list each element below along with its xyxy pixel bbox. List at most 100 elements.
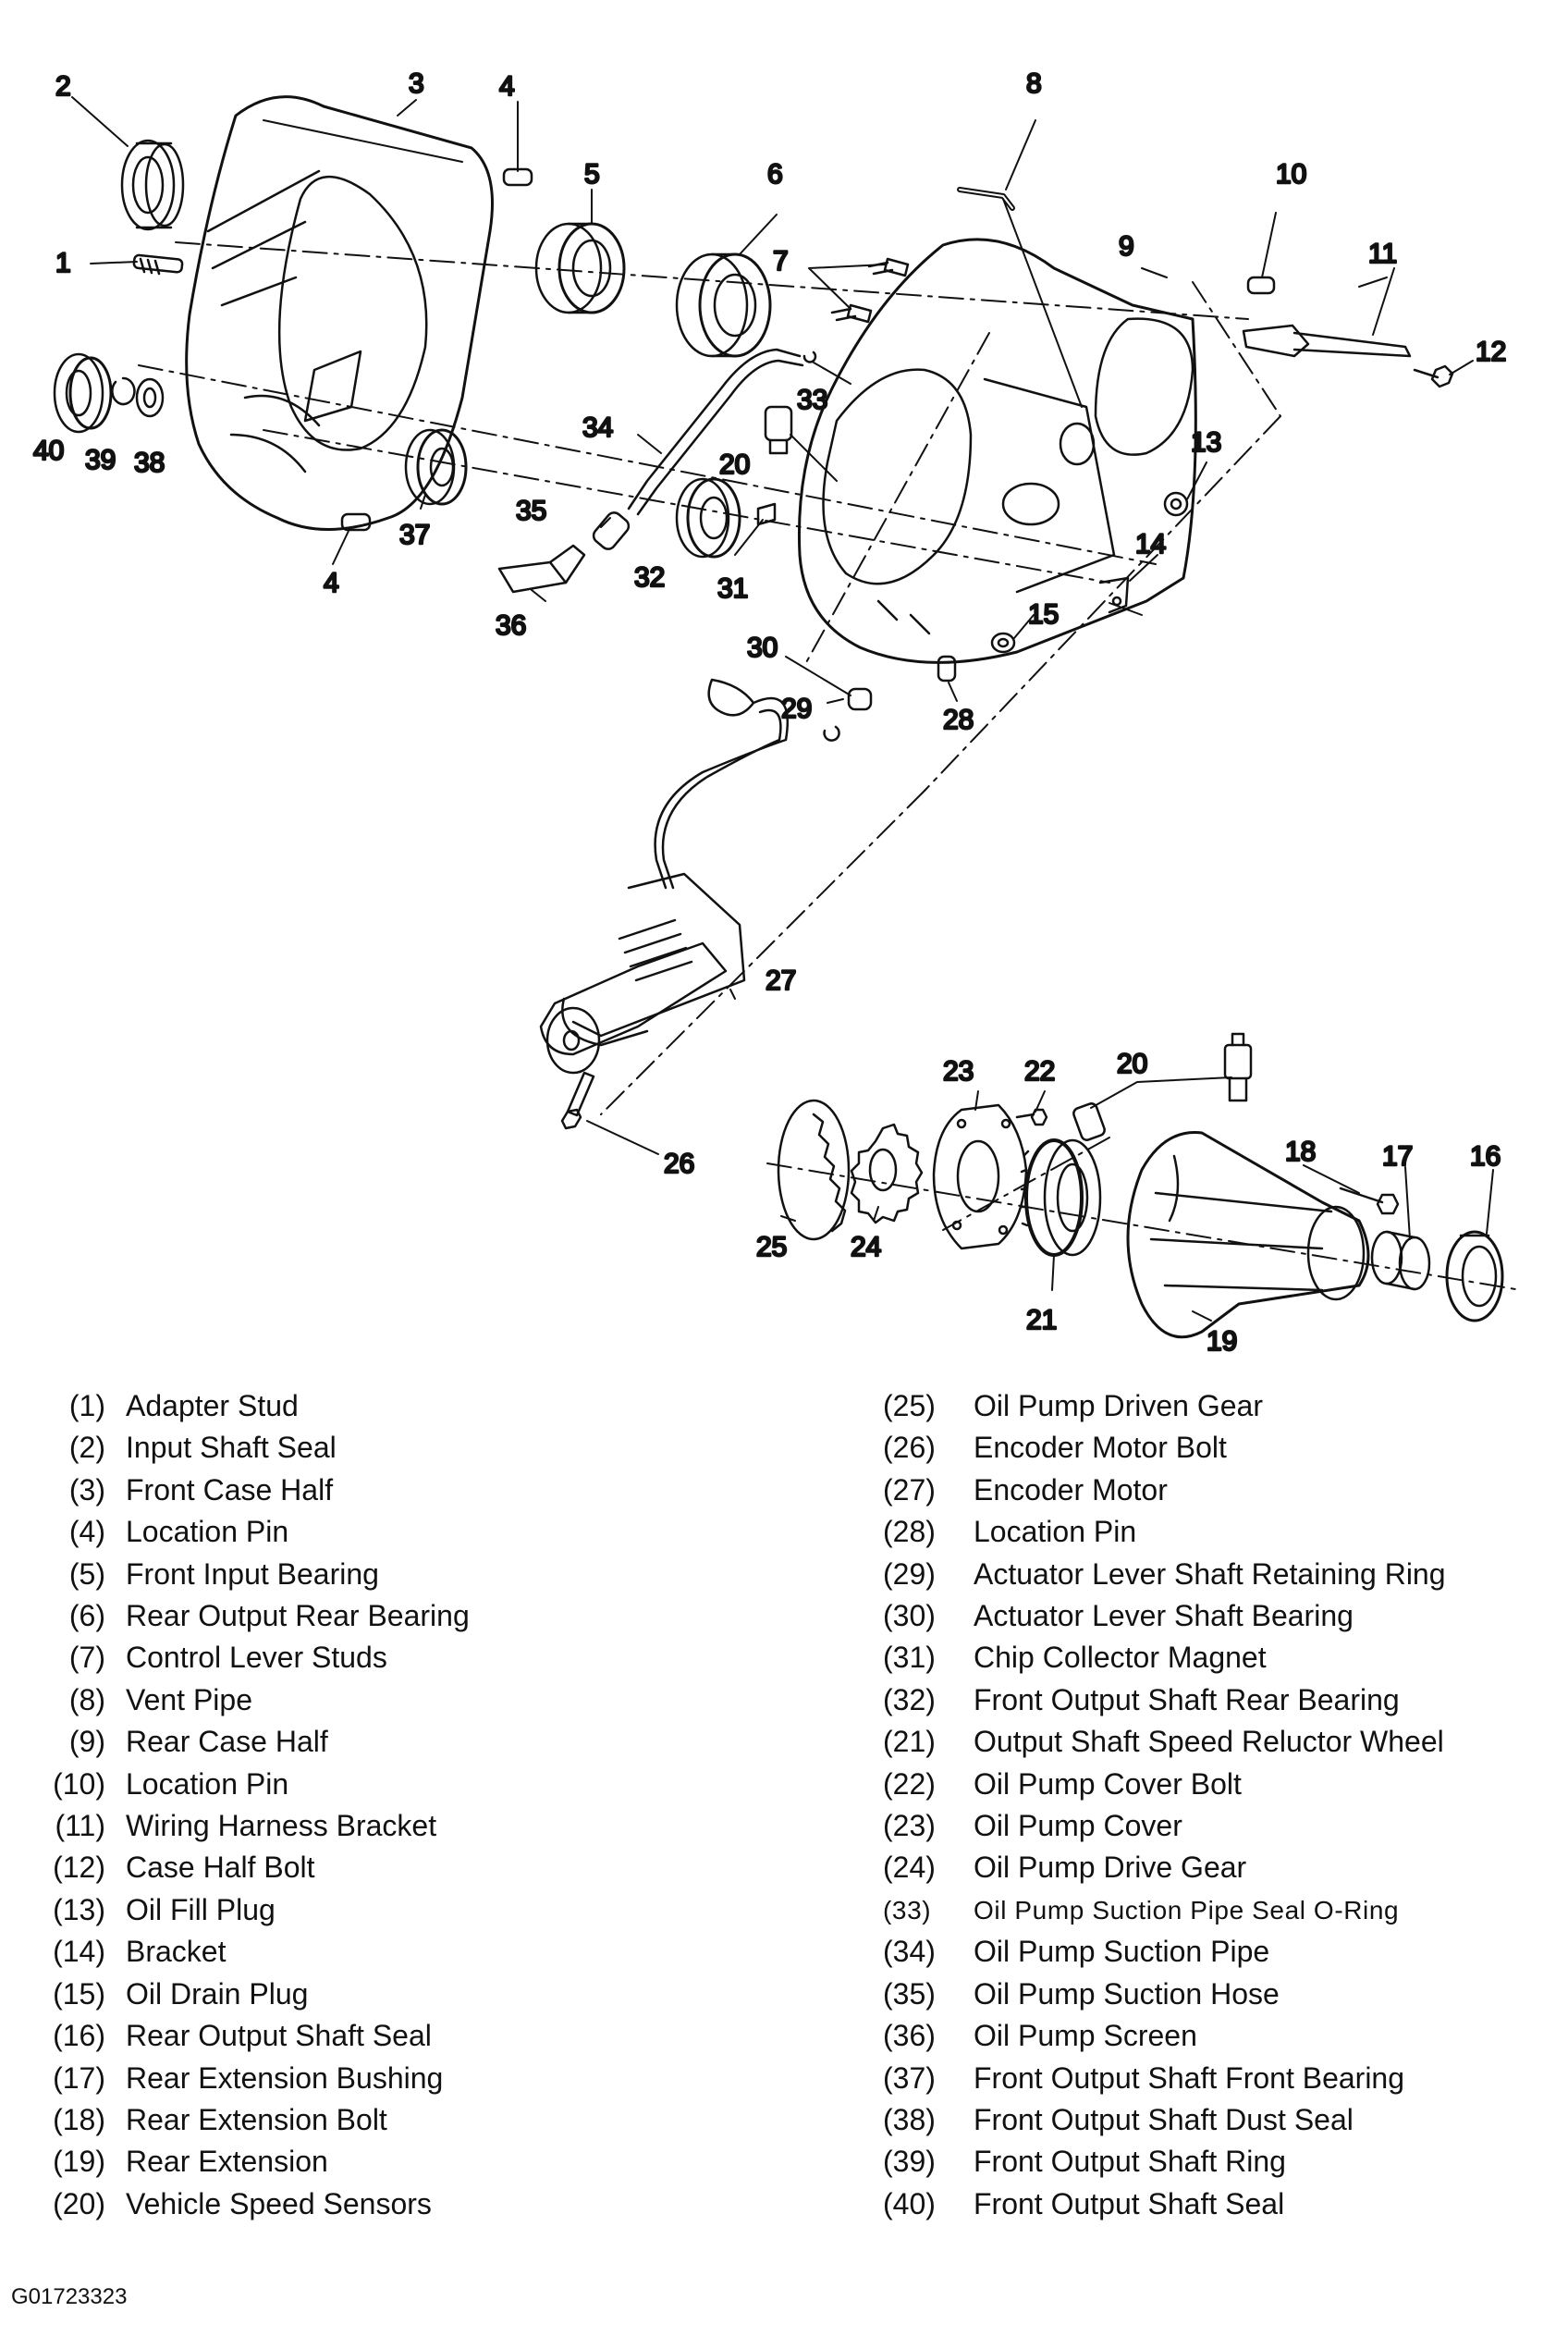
legend-label: Oil Pump Suction Pipe Seal O-Ring [974,1895,1400,1925]
location-pin-10 [1246,276,1276,295]
encoder-motor-bolt [560,1071,595,1130]
legend-label: Oil Pump Cover Bolt [974,1766,1242,1801]
callout-33: 33 [797,385,827,415]
legend-label: Rear Output Rear Bearing [126,1599,470,1633]
legend-row: (19)Rear Extension [46,2141,841,2183]
rear-output-rear-bearing [675,252,772,358]
callout-39: 39 [85,445,116,475]
callout-labels: 1 2 3 4 4 5 6 7 8 9 10 11 12 13 14 15 16… [32,68,1508,1359]
legend-row: (11)Wiring Harness Bracket [46,1805,841,1847]
input-shaft-seal [120,139,185,231]
vent-pipe [957,187,1015,211]
legend-label: Actuator Lever Shaft Retaining Ring [974,1556,1446,1591]
oil-pump-driven-gear [777,1099,851,1241]
legend-label: Rear Output Shaft Seal [126,2019,432,2053]
callout-34: 34 [582,412,613,443]
legend-number: (25) [883,1389,936,1422]
callout-15: 15 [1028,599,1059,630]
legend-row: (29) Actuator Lever Shaft Retaining Ring [883,1554,1558,1595]
callout-6: 6 [767,159,783,190]
oil-pump-cover-bolt [1015,1108,1048,1126]
callout-18: 18 [1285,1137,1316,1167]
callout-29: 29 [781,694,812,724]
legend-label: Front Output Shaft Seal [974,2186,1285,2220]
callout-14: 14 [1135,529,1166,560]
oil-pump-suction-hose [592,511,631,550]
callout-21: 21 [1026,1305,1057,1335]
legend-label: Rear Extension Bolt [126,2102,387,2136]
legend-row: (5)Front Input Bearing [46,1554,841,1595]
legend-number: (5) [68,1556,105,1591]
legend-row: (17)Rear Extension Bushing [46,2058,841,2099]
legend-number: (1) [68,1389,105,1422]
legend-number: (20) [53,2186,105,2220]
legend-row: (1)Adapter Stud [46,1385,841,1427]
chip-collector-magnet [756,502,777,526]
callout-3: 3 [409,68,424,99]
front-output-shaft-seal [53,352,113,434]
legend-label: Front Output Shaft Dust Seal [974,2102,1354,2136]
callout-19: 19 [1207,1326,1237,1357]
legend-label: Encoder Motor [974,1472,1168,1507]
callout-1: 1 [55,248,71,278]
oil-pump-drive-gear [850,1123,924,1224]
callout-11: 11 [1368,239,1397,269]
legend-label: Rear Case Half [126,1725,328,1759]
legend-number: (30) [883,1599,936,1633]
legend-row: (23)Oil Pump Cover [883,1805,1558,1847]
oil-pump-suction-pipe-seal-o-ring [802,351,817,363]
legend-number: (3) [68,1472,105,1507]
legend-number: (6) [68,1599,105,1633]
legend-number: (31) [883,1641,936,1675]
legend-number: (39) [883,2145,936,2179]
legend-number: (18) [53,2102,105,2136]
legend-number: (2) [68,1431,105,1465]
callout-17: 17 [1382,1141,1413,1172]
legend-number: (32) [883,1682,936,1716]
legend-row: (7)Control Lever Studs [46,1637,841,1679]
legend-row: (33)Oil Pump Suction Pipe Seal O-Ring [883,1889,1558,1931]
control-lever-studs [830,257,910,324]
callout-23: 23 [943,1056,974,1087]
callout-16: 16 [1470,1141,1501,1172]
legend-row: (20) Vehicle Speed Sensors [46,2183,841,2225]
callout-30: 30 [747,633,778,663]
exploded-view-diagram: 1 2 3 4 4 5 6 7 8 9 10 11 12 13 14 15 16… [32,68,1522,1359]
callout-9: 9 [1119,231,1134,262]
legend-label: Oil Pump Screen [974,2019,1197,2053]
legend-number: (11) [55,1809,105,1843]
legend-row: (3)Front Case Half [46,1470,841,1511]
legend-row: (18) Rear Extension Bolt [46,2099,841,2141]
legend-number: (40) [883,2186,936,2220]
legend-label: Vent Pipe [126,1682,252,1716]
callout-28: 28 [943,705,974,735]
legend-label: Input Shaft Seal [126,1431,337,1465]
legend-number: (23) [883,1809,936,1843]
legend-number: (29) [883,1556,936,1591]
callout-27: 27 [766,965,796,996]
oil-fill-plug [1163,491,1189,517]
legend-row: (6) Rear Output Rear Bearing [46,1595,841,1637]
rear-case-half [797,238,1197,664]
callout-22: 22 [1024,1056,1055,1087]
callout-7: 7 [773,246,789,277]
encoder-motor [539,678,790,1075]
legend-label: Vehicle Speed Sensors [126,2186,432,2220]
legend-label: Oil Drain Plug [126,1976,309,2011]
oil-drain-plug [990,632,1016,654]
callout-32: 32 [634,562,665,593]
callout-38: 38 [134,448,165,478]
legend-number: (10) [53,1766,105,1801]
legend-number: (12) [53,1851,105,1885]
legend-label: Chip Collector Magnet [974,1641,1267,1675]
callout-12: 12 [1476,337,1506,367]
legend-row: (21)Output Shaft Speed Reluctor Wheel [883,1721,1558,1763]
legend-row: (2) Input Shaft Seal [46,1427,841,1469]
legend-number: (35) [883,1976,936,2011]
legend-number: (21) [883,1725,936,1759]
legend-number: (22) [883,1766,936,1801]
legend-label: Front Output Shaft Rear Bearing [974,1682,1400,1716]
legend-number: (17) [53,2060,105,2095]
oil-pump-cover [932,1103,1028,1250]
legend-number: (13) [53,1892,105,1926]
